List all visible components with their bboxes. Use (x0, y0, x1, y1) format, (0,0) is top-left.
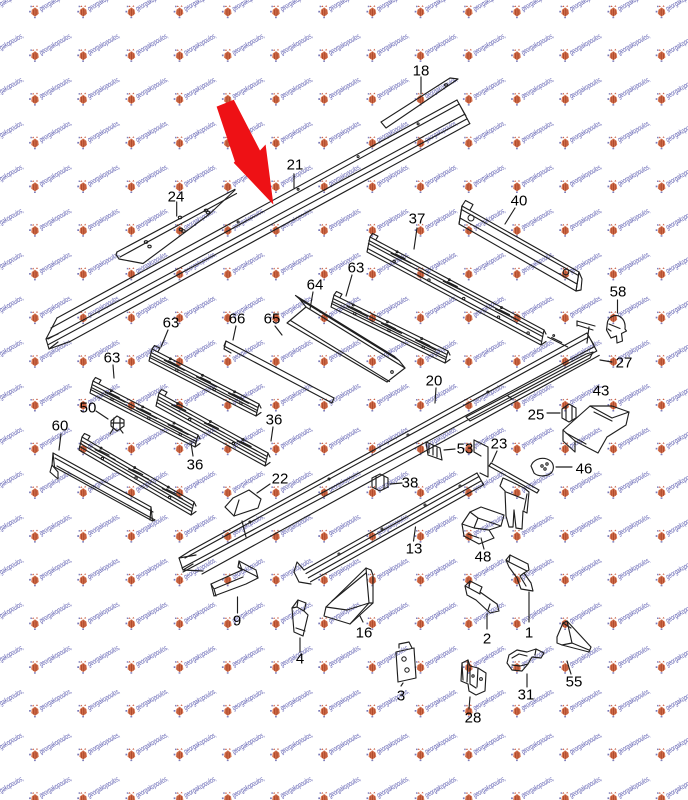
svg-text:13: 13 (406, 541, 423, 558)
svg-text:16: 16 (356, 625, 373, 642)
svg-text:66: 66 (229, 311, 246, 328)
svg-text:36: 36 (266, 412, 283, 429)
svg-text:9: 9 (233, 613, 241, 630)
svg-text:38: 38 (402, 475, 419, 492)
svg-text:43: 43 (593, 383, 610, 400)
svg-text:46: 46 (576, 461, 593, 478)
svg-text:31: 31 (518, 687, 535, 704)
svg-text:48: 48 (475, 549, 492, 566)
svg-text:53: 53 (457, 441, 474, 458)
svg-text:21: 21 (287, 157, 304, 174)
svg-text:60: 60 (52, 418, 69, 435)
svg-text:65: 65 (264, 311, 281, 328)
svg-text:20: 20 (426, 373, 443, 390)
svg-text:58: 58 (610, 284, 627, 301)
svg-text:22: 22 (272, 471, 289, 488)
svg-text:23: 23 (491, 436, 508, 453)
svg-text:28: 28 (465, 710, 482, 727)
svg-text:64: 64 (307, 277, 324, 294)
svg-text:63: 63 (348, 260, 365, 277)
svg-text:18: 18 (413, 63, 430, 80)
svg-text:40: 40 (511, 193, 528, 210)
svg-text:24: 24 (168, 189, 185, 206)
svg-text:50: 50 (80, 400, 97, 417)
svg-text:37: 37 (409, 211, 426, 228)
svg-text:2: 2 (483, 631, 491, 648)
svg-text:27: 27 (616, 355, 633, 372)
svg-text:36: 36 (187, 457, 204, 474)
svg-text:3: 3 (397, 688, 405, 705)
svg-text:55: 55 (566, 674, 583, 691)
svg-text:63: 63 (163, 315, 180, 332)
svg-text:25: 25 (528, 407, 545, 424)
svg-text:1: 1 (525, 625, 533, 642)
svg-text:4: 4 (296, 651, 304, 668)
svg-text:63: 63 (104, 350, 121, 367)
